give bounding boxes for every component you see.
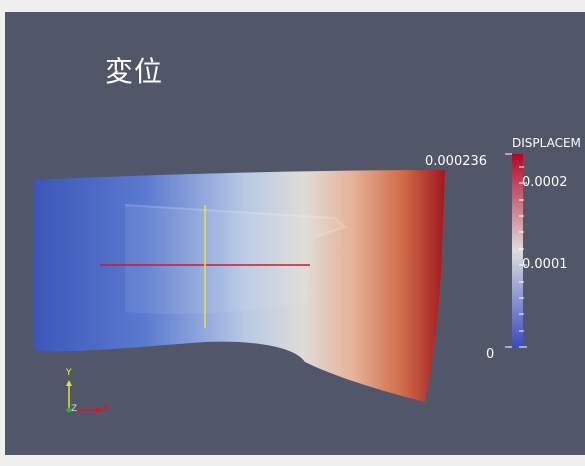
colorbar-tick-label: 0.0002 (522, 175, 568, 190)
axes-triad (66, 380, 102, 413)
axis-x-label: X (102, 404, 109, 414)
colorbar-gradient (512, 154, 523, 347)
deformed-part (33, 170, 445, 402)
axis-y-label: Y (66, 368, 72, 378)
colorbar-min-label: 0 (486, 347, 495, 362)
colorbar-ticks (505, 153, 527, 348)
colorbar-tick-label: 0.0001 (522, 257, 568, 272)
pocket-shadow (125, 205, 345, 314)
colorbar-max-label: 0.000236 (425, 154, 488, 169)
view-title: 変位 (105, 55, 164, 88)
colorbar-title: DISPLACEM (512, 136, 581, 150)
model-scene (33, 153, 527, 413)
render-viewport[interactable]: 変位 (5, 12, 585, 455)
pocket-edge (124, 204, 347, 238)
axis-z-label: Z (71, 404, 78, 414)
